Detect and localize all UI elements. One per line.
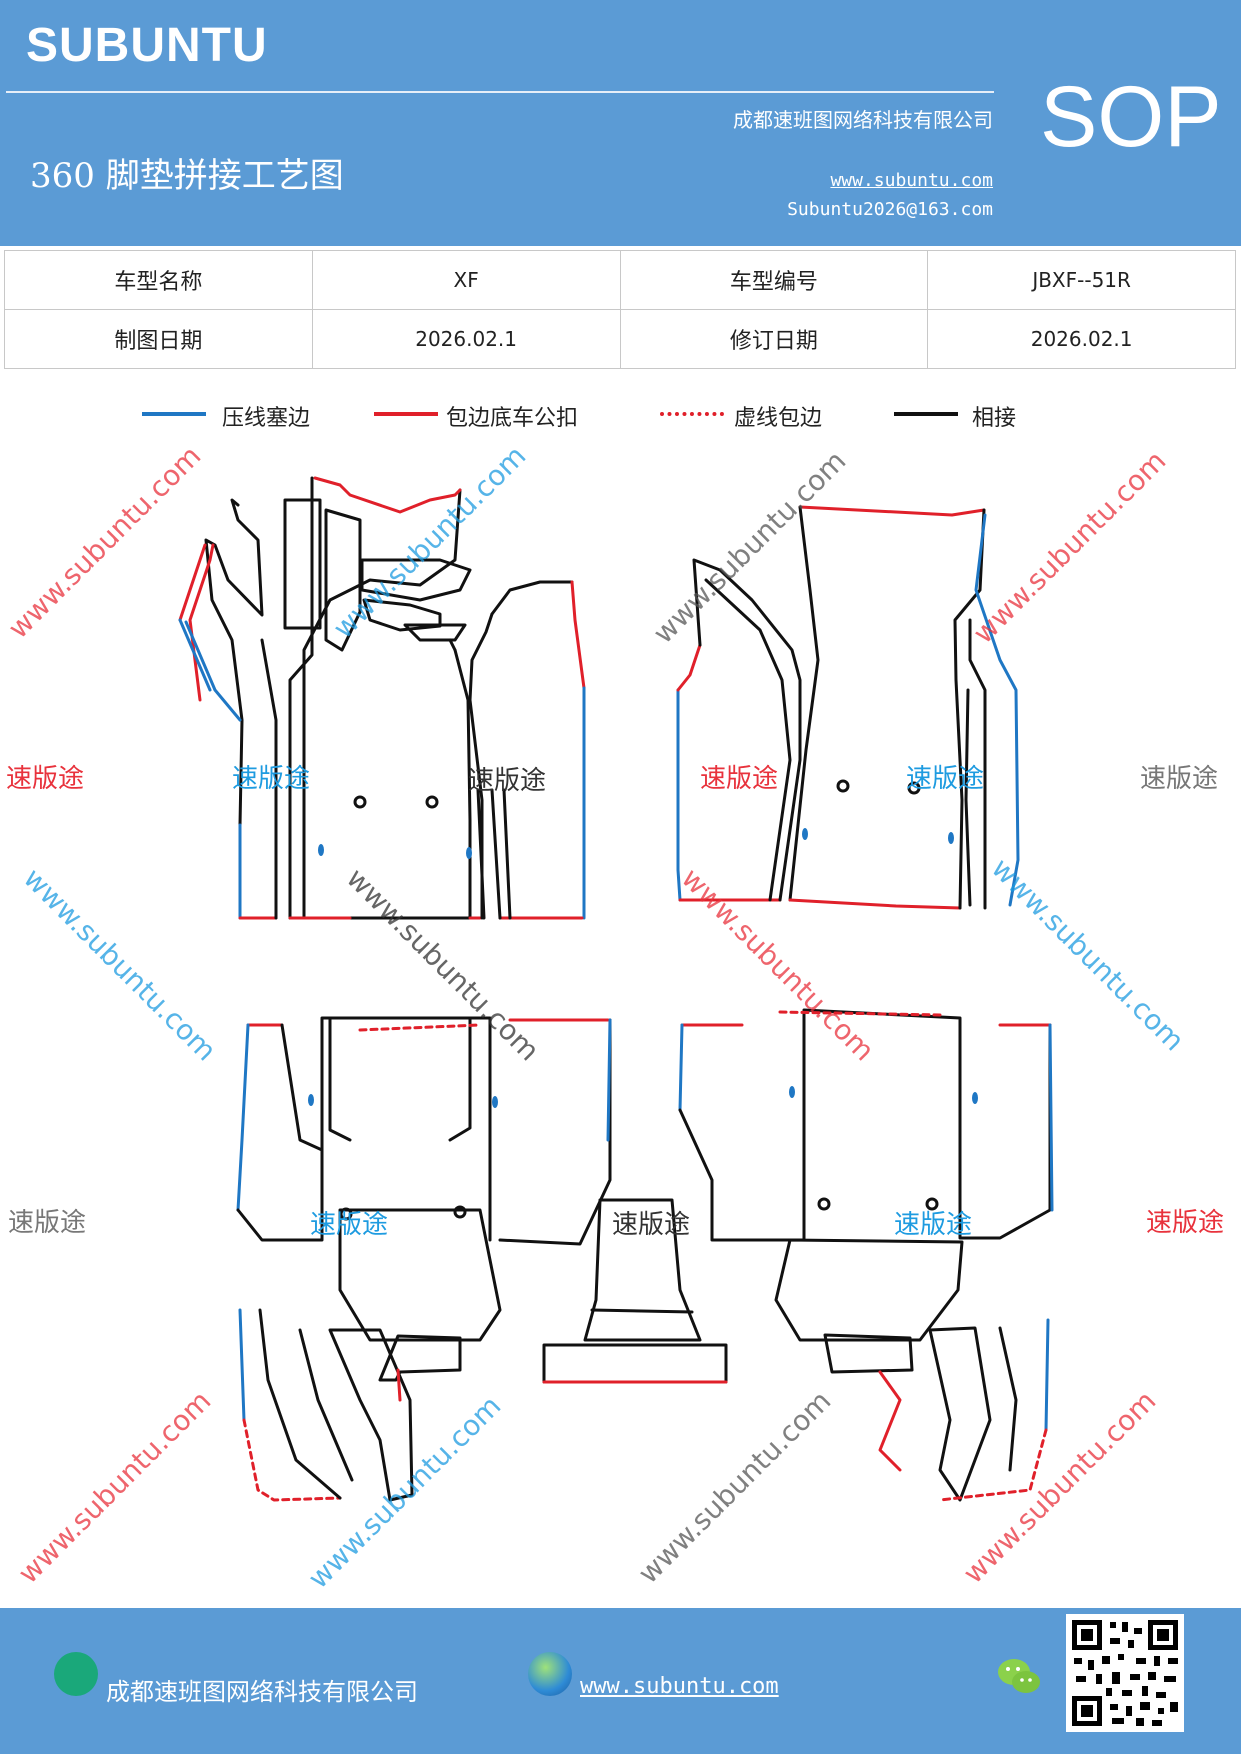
legend-swatch-black	[894, 412, 958, 416]
floor-mat-diagram	[178, 476, 1054, 1502]
watermark-text: 速版途	[310, 1210, 389, 1240]
legend-swatch-blue	[142, 412, 206, 416]
company-icon	[54, 1652, 98, 1696]
label-model-code: 车型编号	[619, 250, 929, 310]
header: SUBUNTU 成都速班图网络科技有限公司 SOP 360 脚垫拼接工艺图 ww…	[0, 0, 1241, 246]
value-model-code: JBXF--51R	[927, 250, 1236, 310]
rear-left-mat	[236, 1016, 612, 1342]
legend-label: 虚线包边	[734, 406, 823, 431]
globe-icon	[528, 1652, 572, 1696]
website-link[interactable]: www.subuntu.com	[830, 170, 993, 191]
sop-badge: SOP	[1040, 69, 1222, 165]
legend: 压线塞边 包边底车公扣 虚线包边 相接	[0, 400, 1241, 440]
brand-logo: SUBUNTU	[26, 19, 268, 72]
watermark-text: 速版途	[6, 764, 85, 794]
legend-swatch-red-dashed	[660, 412, 724, 416]
center-hump-mat	[542, 1198, 728, 1384]
rear-left-wheel-pieces	[238, 1308, 462, 1502]
table-row: 制图日期 2026.02.1 修订日期 2026.02.1	[4, 309, 1236, 369]
front-right-strip	[468, 580, 586, 920]
front-left-mat	[178, 476, 482, 920]
watermark-text: 速版途	[232, 764, 311, 794]
rear-right-wheel-pieces	[823, 1318, 1050, 1502]
page-title: 360 脚垫拼接工艺图	[30, 156, 344, 196]
company-name: 成都速班图网络科技有限公司	[733, 108, 993, 132]
label-revise-date: 修订日期	[619, 309, 929, 369]
watermark-text: 速版途	[906, 764, 985, 794]
info-table: 车型名称 XF 车型编号 JBXF--51R 制图日期 2026.02.1 修订…	[4, 250, 1236, 369]
header-divider	[6, 91, 994, 93]
watermark-text: 速版途	[8, 1208, 87, 1238]
value-model-name: XF	[311, 250, 621, 310]
front-passenger-mat	[676, 505, 1020, 910]
watermark-text: 速版途	[700, 764, 779, 794]
label-draw-date: 制图日期	[4, 309, 313, 369]
watermark-text: 速版途	[1146, 1208, 1225, 1238]
watermark-text: 速版途	[612, 1210, 691, 1240]
value-draw-date: 2026.02.1	[311, 309, 621, 369]
watermark-text: 速版途	[468, 766, 547, 796]
legend-label: 相接	[972, 406, 1017, 431]
watermark-text: 速版途	[1140, 764, 1219, 794]
legend-swatch-red	[374, 412, 438, 416]
rear-right-mat	[678, 1008, 1054, 1342]
footer-website[interactable]: www.subuntu.com	[580, 1674, 779, 1699]
table-row: 车型名称 XF 车型编号 JBXF--51R	[4, 250, 1236, 310]
value-revise-date: 2026.02.1	[927, 309, 1236, 369]
watermark-text: 速版途	[894, 1210, 973, 1240]
qr-code	[1066, 1614, 1184, 1732]
legend-label: 压线塞边	[222, 406, 311, 431]
label-model-name: 车型名称	[4, 250, 313, 310]
email-address: Subuntu2026@163.com	[787, 199, 993, 220]
footer: 成都速班图网络科技有限公司 www.subuntu.com	[0, 1608, 1241, 1754]
footer-company: 成都速班图网络科技有限公司	[106, 1678, 418, 1706]
wechat-icon	[998, 1659, 1040, 1693]
legend-label: 包边底车公扣	[446, 406, 579, 431]
